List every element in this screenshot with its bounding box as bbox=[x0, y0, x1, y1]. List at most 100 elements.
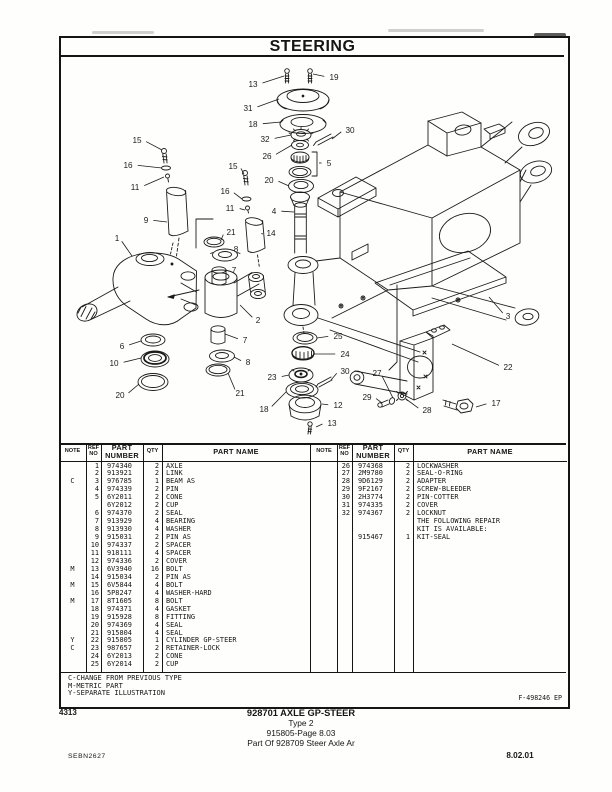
cell-pn: 915928 bbox=[107, 613, 132, 621]
cell-qty: 2 bbox=[405, 502, 410, 510]
cell-qty: 2 bbox=[154, 534, 159, 542]
cell-name: BEAM AS bbox=[166, 478, 196, 486]
cell-pn: 9D6129 bbox=[358, 478, 383, 486]
cell-pn: 974371 bbox=[107, 605, 132, 613]
washer-part bbox=[241, 196, 252, 202]
callout-label: 24 bbox=[340, 350, 350, 359]
cell-ref: 7 bbox=[94, 518, 99, 526]
seal-part bbox=[288, 178, 314, 194]
cell-note bbox=[59, 550, 86, 558]
cell-qty: 2 bbox=[405, 510, 410, 518]
cell-qty bbox=[394, 518, 413, 526]
cover-part bbox=[288, 394, 322, 421]
cell-name: FITTING bbox=[166, 613, 196, 621]
cell-ref: 24 bbox=[90, 653, 99, 661]
cell-note bbox=[311, 510, 337, 518]
cell-note bbox=[59, 470, 86, 478]
cell-qty: 8 bbox=[154, 597, 159, 605]
cell-qty: 4 bbox=[154, 621, 159, 629]
cell-name: PIN-COTTER bbox=[417, 494, 459, 502]
cell-ref: 14 bbox=[90, 573, 99, 581]
callout-label: 11 bbox=[226, 204, 235, 213]
callout-leader bbox=[129, 340, 142, 346]
callout-label: 1 bbox=[115, 234, 120, 243]
cell-ref: 28 bbox=[341, 478, 350, 486]
callout-label: 4 bbox=[272, 207, 277, 216]
cell-name: WASHER-HARD bbox=[166, 589, 212, 597]
cell-ref: 30 bbox=[341, 494, 350, 502]
seal-ring-part bbox=[137, 333, 170, 391]
cell-ref: 6 bbox=[94, 510, 99, 518]
cell-ref: 19 bbox=[90, 613, 99, 621]
cell-note bbox=[59, 542, 86, 550]
cell-ref: 20 bbox=[90, 621, 99, 629]
callout-leader bbox=[405, 398, 419, 409]
cell-pn: 913921 bbox=[107, 470, 132, 478]
pin-part bbox=[294, 202, 307, 254]
table-row: KIT IS AVAILABLE: bbox=[311, 526, 567, 534]
cover-part bbox=[276, 88, 330, 112]
cell-note bbox=[311, 494, 337, 502]
cell-pn: 974367 bbox=[358, 510, 383, 518]
callout-leader bbox=[227, 372, 236, 390]
washer-part bbox=[209, 349, 235, 363]
cell-pn: 915034 bbox=[107, 573, 132, 581]
callout-leader bbox=[220, 234, 224, 241]
cell-note bbox=[59, 630, 86, 638]
cell-qty: 2 bbox=[405, 486, 410, 494]
callout-leader bbox=[144, 176, 165, 186]
callout-label: 31 bbox=[243, 104, 253, 113]
callout-leader bbox=[488, 296, 504, 314]
cell-qty: 2 bbox=[154, 486, 159, 494]
callout-leader bbox=[475, 403, 487, 408]
callout-leader bbox=[224, 333, 239, 340]
callout-label: 3 bbox=[506, 312, 511, 321]
cell-pn: 915467 bbox=[358, 534, 383, 542]
cell-note bbox=[59, 534, 86, 542]
cell-note: C bbox=[70, 478, 75, 486]
callout-label: 15 bbox=[132, 136, 142, 145]
cell-note bbox=[311, 486, 337, 494]
cell-ref: 1 bbox=[94, 462, 99, 470]
cell-qty: 2 bbox=[154, 542, 159, 550]
cell-ref: 13 bbox=[90, 565, 99, 573]
cell-pn: 918111 bbox=[107, 549, 132, 557]
cell-qty: 4 bbox=[154, 605, 159, 613]
cell-note: M bbox=[70, 565, 75, 573]
callout-leader bbox=[153, 220, 168, 223]
callout-label: 21 bbox=[235, 389, 245, 398]
pin-part bbox=[245, 217, 266, 269]
callout-label: 17 bbox=[491, 399, 501, 408]
callout-leader bbox=[128, 383, 140, 394]
cell-pn: 974368 bbox=[358, 462, 383, 470]
col-header-part-number: PART NUMBER bbox=[105, 443, 139, 460]
cell-name: COVER bbox=[166, 557, 187, 565]
cell-qty: 2 bbox=[154, 502, 159, 510]
cell-qty bbox=[394, 526, 413, 534]
bearing-part bbox=[210, 325, 226, 345]
cell-qty: 2 bbox=[405, 462, 410, 470]
callout-leader bbox=[121, 240, 133, 257]
cell-pn: 6V5844 bbox=[107, 581, 132, 589]
callout-label: 25 bbox=[333, 332, 343, 341]
cell-name: CONE bbox=[166, 494, 183, 502]
cell-ref: 11 bbox=[90, 549, 99, 557]
table-row: THE FOLLOWING REPAIR bbox=[311, 518, 567, 526]
cell-ref: 8 bbox=[94, 526, 99, 534]
knuckle-part bbox=[76, 242, 200, 326]
section-header: STEERING bbox=[61, 38, 564, 57]
cell-name: PIN bbox=[166, 486, 179, 494]
cell-pn: 974339 bbox=[107, 486, 132, 494]
callout-label: 26 bbox=[262, 152, 272, 161]
footer-group-title: 928701 AXLE GP-STEER bbox=[246, 708, 356, 718]
footer-center-block: 928701 AXLE GP-STEER Type 2 915805-Page … bbox=[106, 708, 496, 748]
axle-beam-part bbox=[283, 111, 553, 363]
